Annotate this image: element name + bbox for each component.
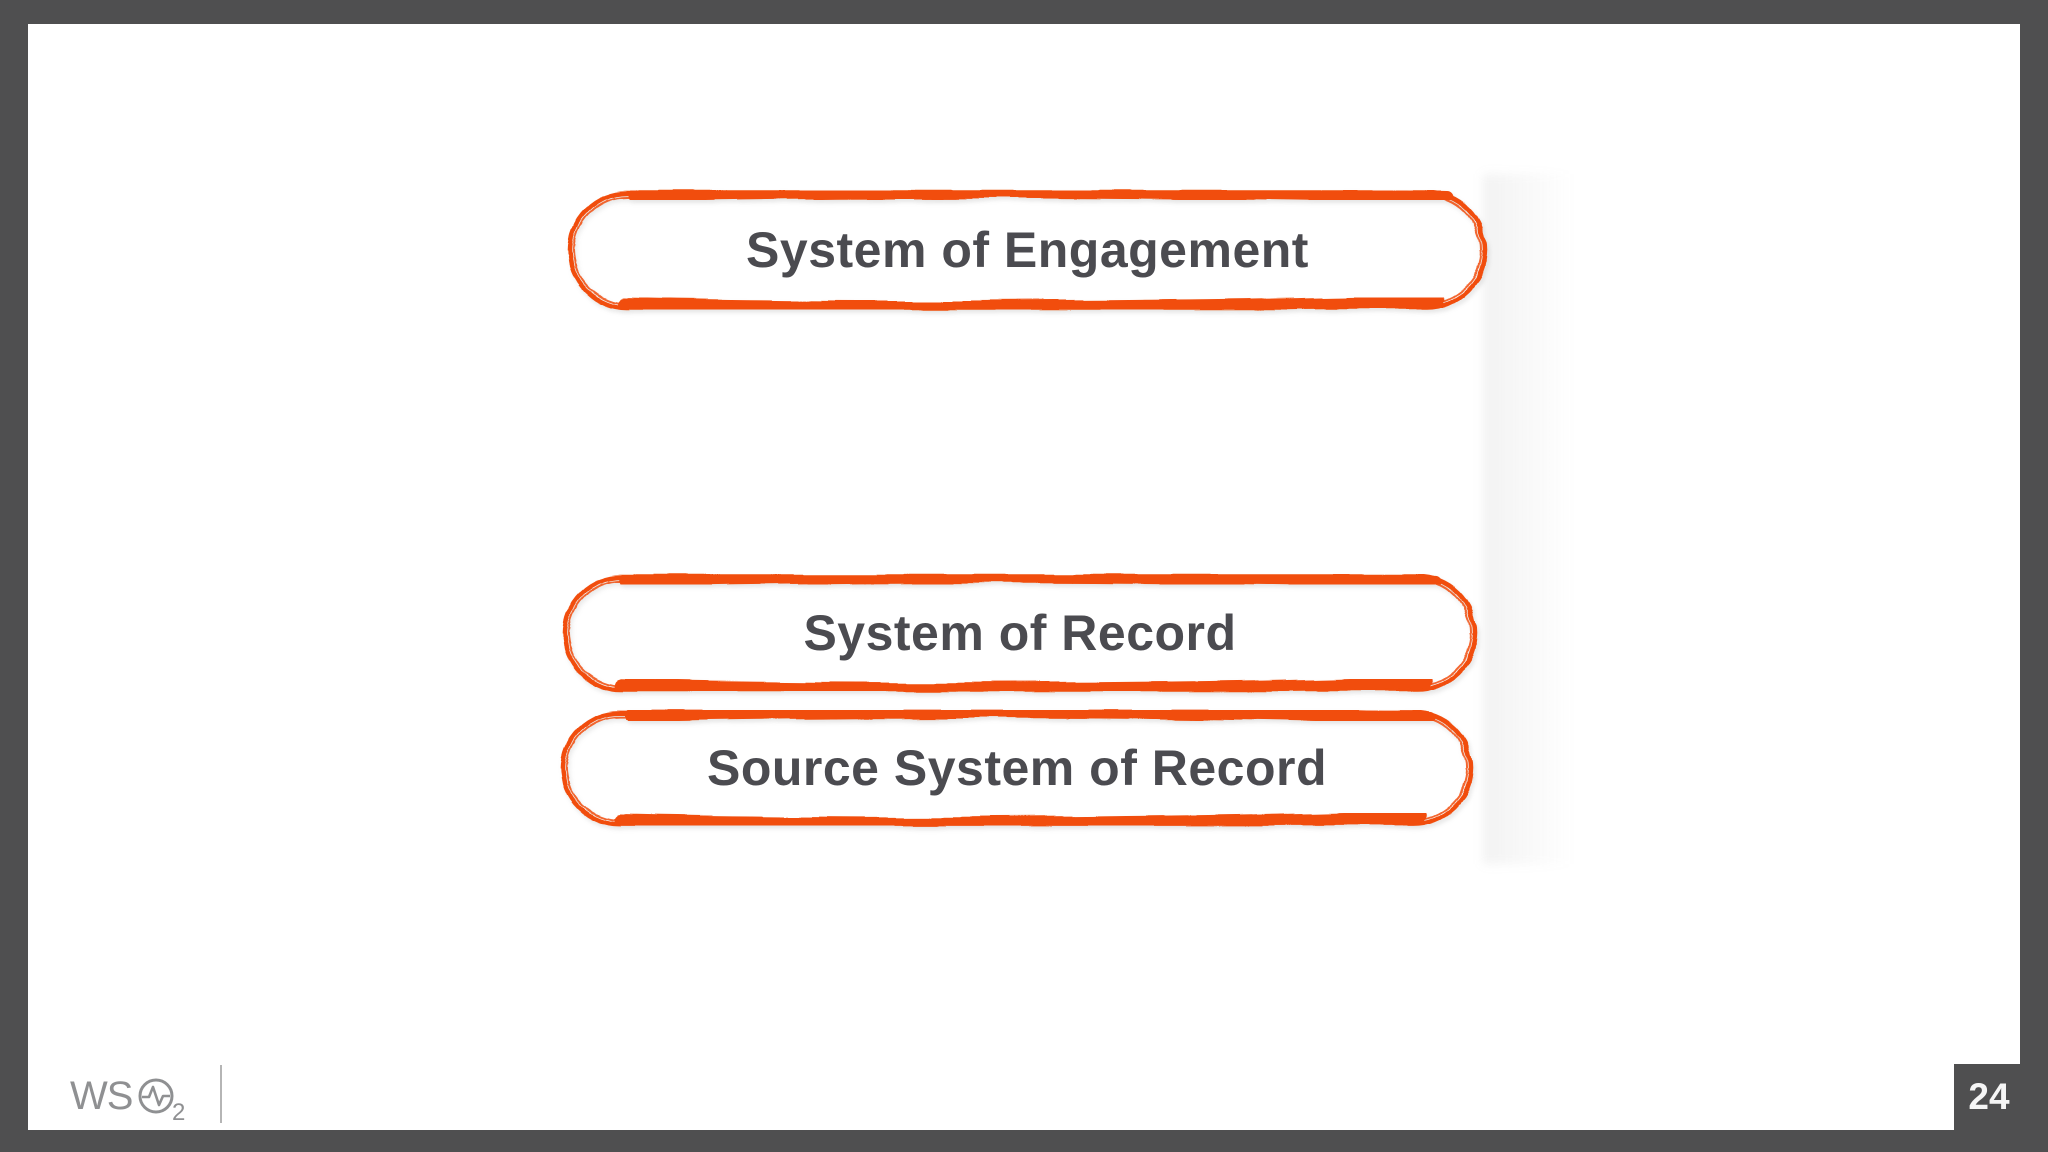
sketch-border: [567, 185, 1488, 313]
wso2-logo-subscript: 2: [172, 1099, 185, 1122]
slide-canvas: System of Engagement System of Record So…: [28, 24, 2020, 1130]
box-label: System of Engagement: [746, 222, 1309, 278]
box-column-shadow: [1483, 174, 1603, 864]
wso2-logo-letters: WS: [70, 1074, 132, 1118]
wso2-logo-pulse-icon: [142, 1085, 170, 1107]
sketch-border: [560, 705, 1474, 829]
wso2-logo-circle: [138, 1078, 174, 1114]
box-system-of-engagement: System of Engagement: [565, 185, 1490, 313]
wso2-logo: WS 2: [70, 1074, 186, 1122]
sketch-border: [562, 570, 1478, 695]
box-source-system-of-record: Source System of Record: [558, 705, 1476, 829]
box-label: System of Record: [803, 605, 1237, 661]
box-label: Source System of Record: [706, 740, 1328, 796]
footer-divider: [220, 1065, 222, 1123]
page-number-badge: 24: [1954, 1064, 2020, 1130]
page-number: 24: [1968, 1076, 2010, 1117]
box-system-of-record: System of Record: [560, 570, 1480, 695]
